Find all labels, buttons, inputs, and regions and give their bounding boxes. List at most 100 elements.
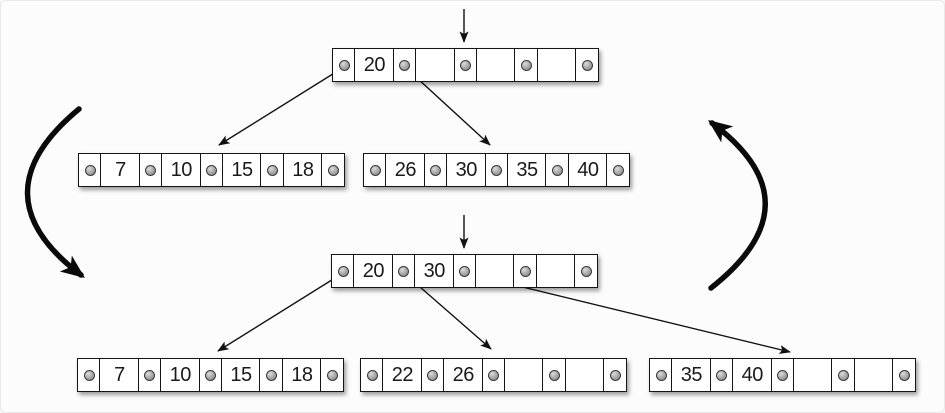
btree-node-after-child-left: 7 10 15 18 xyxy=(77,358,345,392)
pointer-arrow-before-root-to-left-child xyxy=(218,66,345,146)
key-cell: 18 xyxy=(281,358,322,392)
pointer-dot-icon xyxy=(206,164,218,176)
pointer-cell xyxy=(78,153,102,187)
pointer-dot-icon xyxy=(612,164,624,176)
key-cell: 7 xyxy=(100,153,141,187)
pointer-dot-icon xyxy=(266,164,278,176)
pointer-cell xyxy=(199,153,224,187)
pointer-dot-icon xyxy=(265,369,277,381)
pointer-dot-icon xyxy=(460,59,472,71)
pointer-dot-icon xyxy=(398,265,410,277)
key-cell xyxy=(853,358,894,392)
key-cell: 30 xyxy=(446,153,487,187)
pointer-cell xyxy=(606,153,631,187)
cycle-arrow-left xyxy=(24,106,85,279)
pointer-dot-icon xyxy=(837,369,849,381)
pointer-cell xyxy=(332,48,356,82)
key-cell: 20 xyxy=(353,254,394,288)
pointer-cell xyxy=(574,254,599,288)
pointer-cell xyxy=(892,358,917,392)
pointer-cell xyxy=(198,358,223,392)
key-cell: 10 xyxy=(161,153,202,187)
pointer-cell xyxy=(481,358,506,392)
pointer-dot-icon xyxy=(205,369,217,381)
pointer-cell xyxy=(545,153,570,187)
pointer-dot-icon xyxy=(551,164,563,176)
pointer-dot-icon xyxy=(655,369,667,381)
key-cell: 35 xyxy=(507,153,548,187)
pointer-dot-icon xyxy=(366,369,378,381)
pointer-cell xyxy=(709,358,734,392)
key-cell: 7 xyxy=(99,358,140,392)
key-cell: 15 xyxy=(221,358,262,392)
pointer-cell xyxy=(513,254,538,288)
pointer-cell xyxy=(831,358,856,392)
pointer-cell xyxy=(575,48,600,82)
pointer-cell xyxy=(260,153,285,187)
pointer-cell xyxy=(321,153,346,187)
pointer-cell xyxy=(420,358,445,392)
pointer-dot-icon xyxy=(83,369,95,381)
key-cell xyxy=(415,48,456,82)
pointer-cell xyxy=(453,48,478,82)
pointer-cell xyxy=(363,153,387,187)
btree-node-after-child-middle: 22 26 xyxy=(360,358,628,392)
pointer-cell xyxy=(137,358,162,392)
key-cell: 26 xyxy=(385,153,426,187)
pointer-dot-icon xyxy=(491,164,503,176)
pointer-dot-icon xyxy=(427,369,439,381)
pointer-cell xyxy=(542,358,567,392)
pointer-dot-icon xyxy=(488,369,500,381)
pointer-arrow-after-root-to-left-child xyxy=(217,272,344,352)
pointer-cell xyxy=(320,358,345,392)
pointer-cell xyxy=(484,153,509,187)
pointer-cell xyxy=(603,358,628,392)
pointer-dot-icon xyxy=(581,59,593,71)
cycle-arrow-right xyxy=(707,120,768,291)
pointer-dot-icon xyxy=(327,164,339,176)
pointer-cell xyxy=(259,358,284,392)
pointer-cell xyxy=(331,254,355,288)
btree-node-before-root: 20 xyxy=(332,48,600,82)
pointer-dot-icon xyxy=(144,369,156,381)
key-cell: 15 xyxy=(222,153,263,187)
key-cell xyxy=(536,48,577,82)
pointer-dot-icon xyxy=(519,265,531,277)
key-cell: 30 xyxy=(414,254,455,288)
btree-node-after-child-right: 35 40 xyxy=(649,358,917,392)
pointer-dot-icon xyxy=(337,265,349,277)
pointer-dot-icon xyxy=(609,369,621,381)
key-cell xyxy=(564,358,605,392)
pointer-cell xyxy=(360,358,384,392)
btree-node-before-child-left: 7 10 15 18 xyxy=(78,153,346,187)
pointer-dot-icon xyxy=(548,369,560,381)
key-cell: 40 xyxy=(732,358,773,392)
key-cell: 20 xyxy=(354,48,395,82)
pointer-dot-icon xyxy=(777,369,789,381)
pointer-cell xyxy=(138,153,163,187)
pointer-cell xyxy=(77,358,101,392)
key-cell xyxy=(475,254,516,288)
pointer-cell xyxy=(770,358,795,392)
pointer-dot-icon xyxy=(399,59,411,71)
key-cell: 18 xyxy=(282,153,323,187)
pointer-cell xyxy=(391,254,416,288)
key-cell xyxy=(793,358,834,392)
key-cell: 26 xyxy=(443,358,484,392)
pointer-dot-icon xyxy=(520,59,532,71)
pointer-dot-icon xyxy=(430,164,442,176)
key-cell: 35 xyxy=(671,358,712,392)
pointer-dot-icon xyxy=(84,164,96,176)
pointer-dot-icon xyxy=(326,369,338,381)
pointer-cell xyxy=(514,48,539,82)
pointer-cell xyxy=(392,48,417,82)
pointer-dot-icon xyxy=(459,265,471,277)
key-cell: 10 xyxy=(160,358,201,392)
key-cell: 22 xyxy=(382,358,423,392)
pointer-dot-icon xyxy=(145,164,157,176)
pointer-dot-icon xyxy=(716,369,728,381)
key-cell xyxy=(535,254,576,288)
